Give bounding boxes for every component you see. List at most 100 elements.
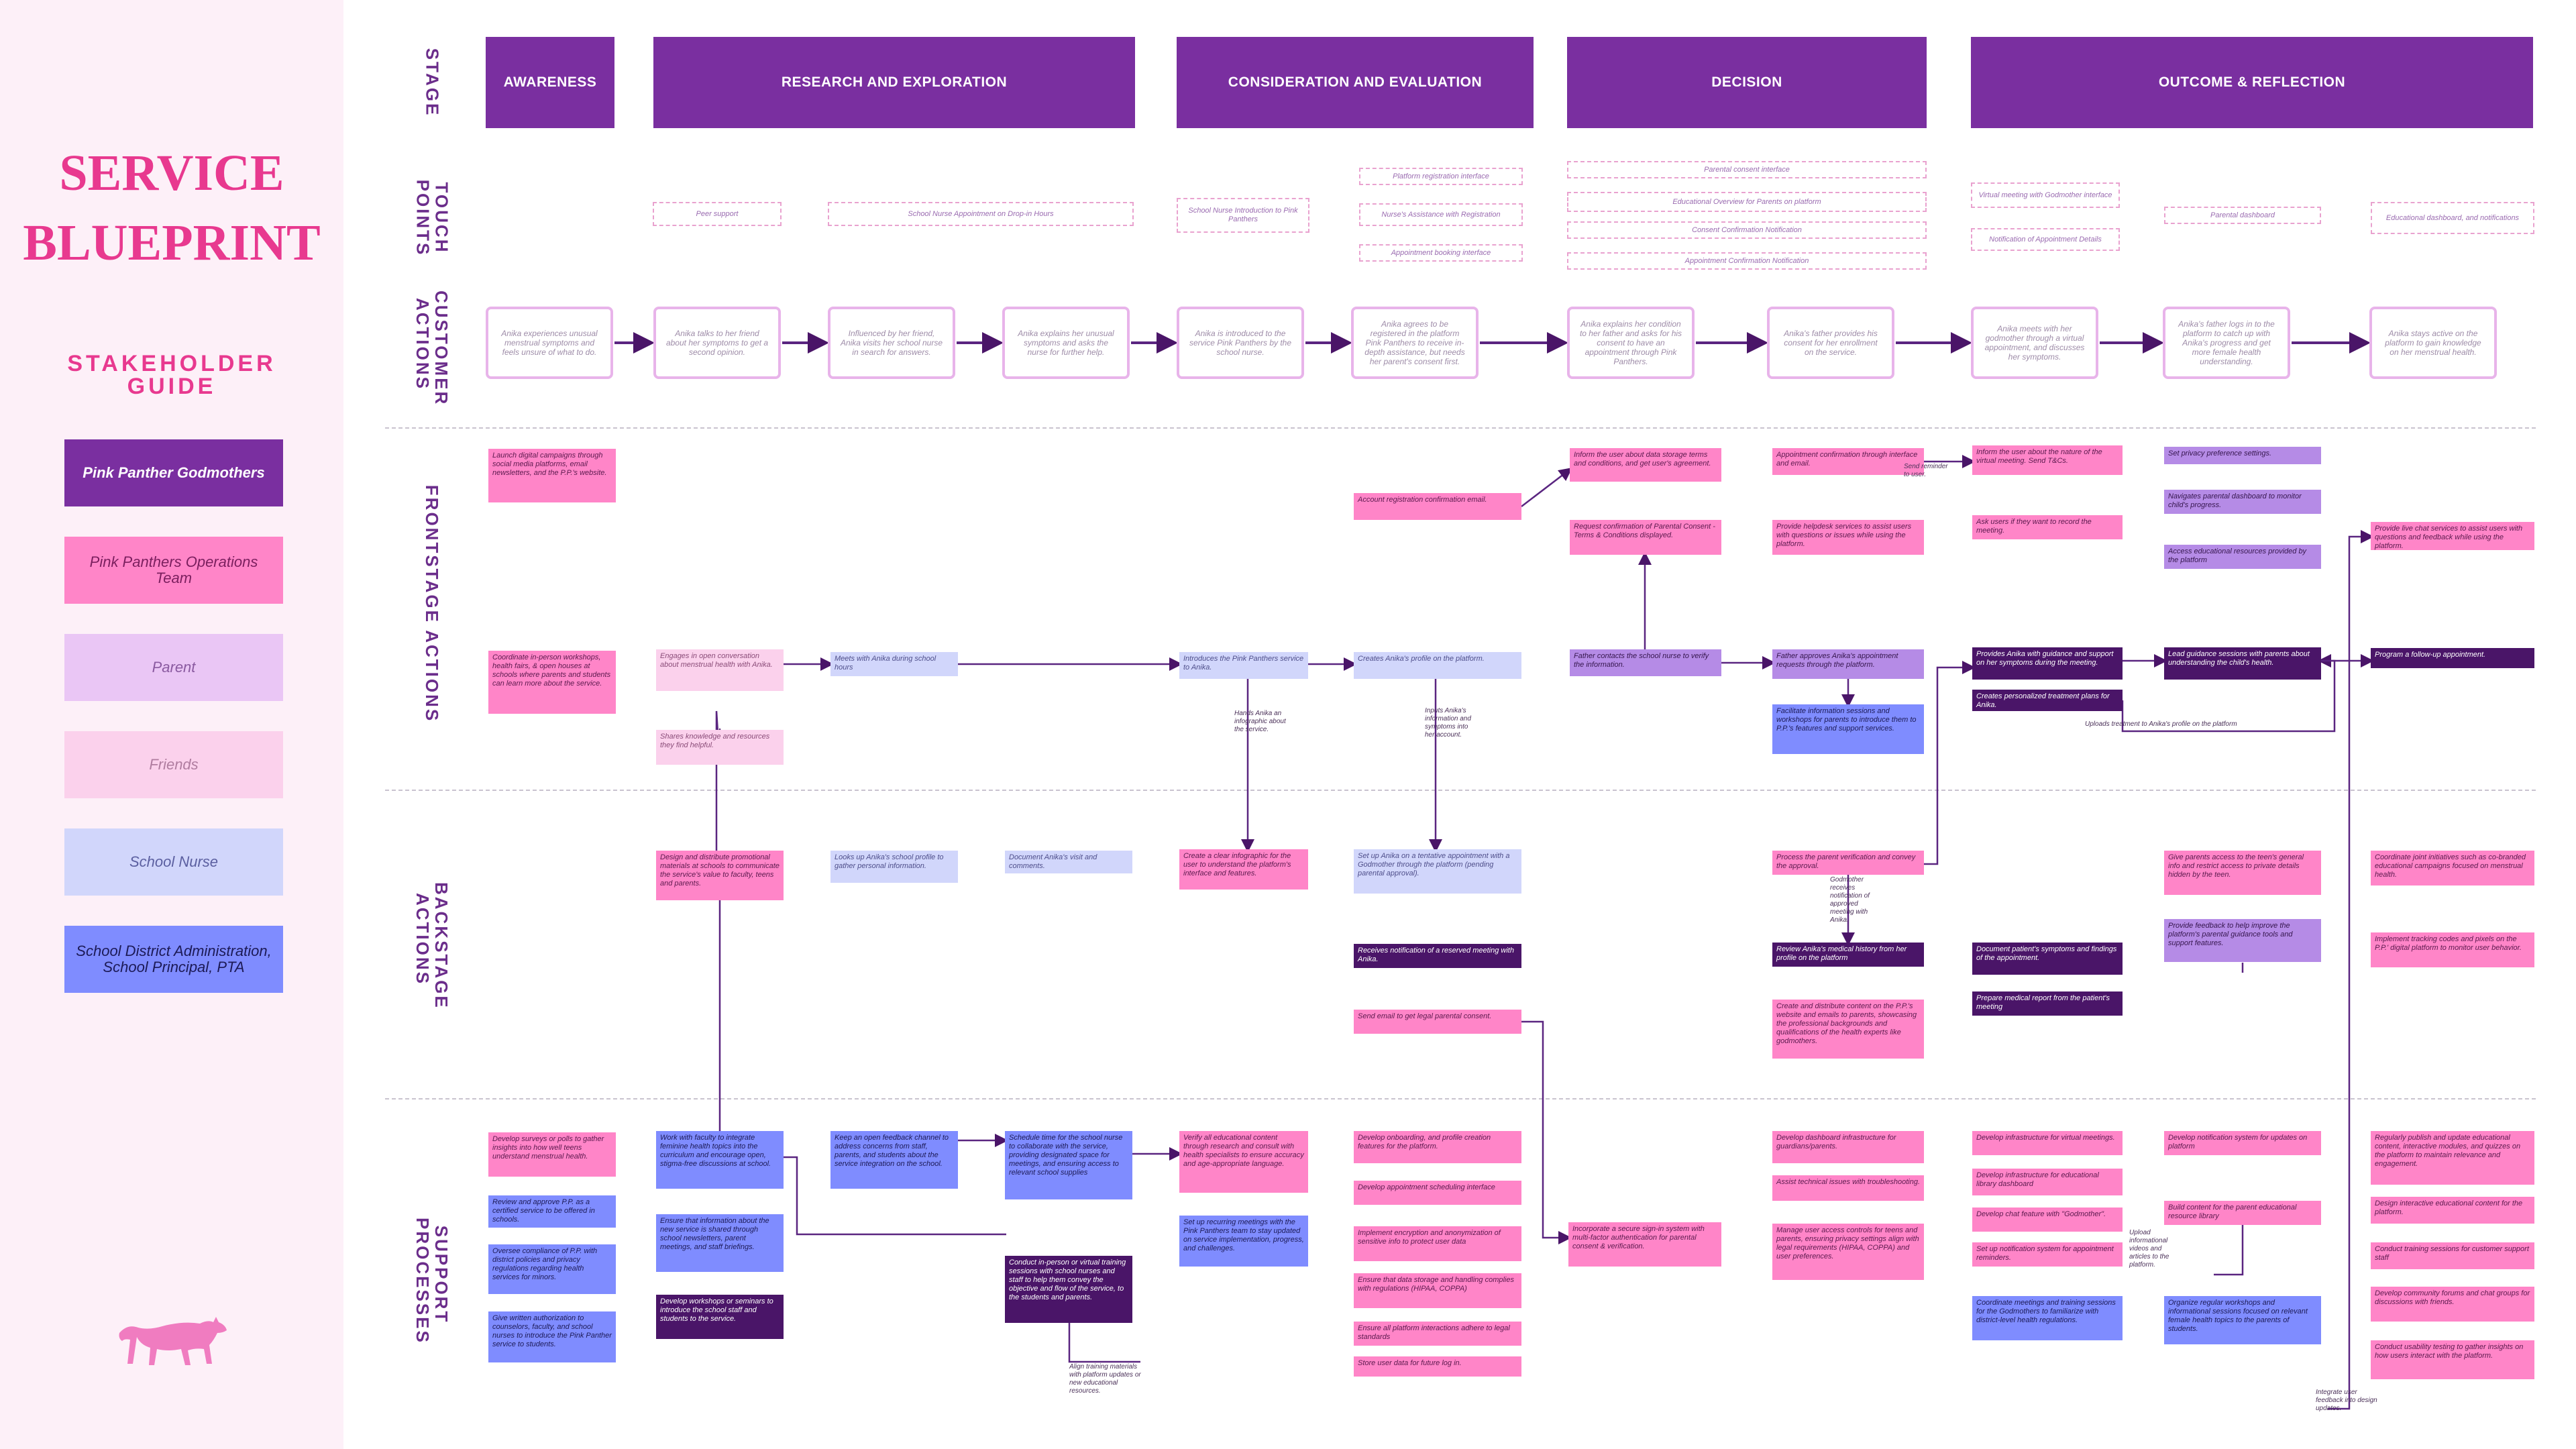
frontstage-action: Coordinate in-person workshops, health f… <box>488 651 616 714</box>
connector <box>2328 684 2351 1410</box>
support-process: Regularly publish and update educational… <box>2371 1131 2534 1185</box>
frontstage-action: Request confirmation of Parental Consent… <box>1570 520 1721 555</box>
frontstage-action: Access educational resources provided by… <box>2164 545 2321 569</box>
backstage-action: Implement tracking codes and pixels on t… <box>2371 932 2534 967</box>
support-process: Schedule time for the school nurse to co… <box>1005 1131 1132 1199</box>
support-process: Set up recurring meetings with the Pink … <box>1179 1216 1308 1267</box>
connector <box>2348 530 2374 684</box>
backstage-action: Design and distribute promotional materi… <box>656 851 784 900</box>
customer-action: Anika's father provides his consent for … <box>1767 307 1894 379</box>
support-process: Develop infrastructure for educational l… <box>1972 1169 2123 1195</box>
touch-point: Consent Confirmation Notification <box>1567 221 1927 239</box>
legend-item: School Nurse <box>64 828 283 896</box>
touch-point: Peer support <box>653 202 782 226</box>
frontstage-action: Launch digital campaigns through social … <box>488 449 616 502</box>
frontstage-action: Facilitate information sessions and work… <box>1772 704 1924 754</box>
support-process: Keep an open feedback channel to address… <box>830 1131 958 1189</box>
touch-point: Virtual meeting with Godmother interface <box>1971 182 2120 208</box>
backstage-action: Document Anika's visit and comments. <box>1005 851 1132 873</box>
customer-action: Anika is introduced to the service Pink … <box>1177 307 1304 379</box>
support-process: Develop dashboard infrastructure for gua… <box>1772 1131 1924 1163</box>
support-process: Conduct usability testing to gather insi… <box>2371 1340 2534 1379</box>
frontstage-action: Shares knowledge and resources they find… <box>656 730 784 765</box>
stage-header: CONSIDERATION AND EVALUATION <box>1177 37 1534 128</box>
backstage-action: Set up Anika on a tentative appointment … <box>1354 849 1521 894</box>
support-process: Ensure that data storage and handling co… <box>1354 1273 1521 1308</box>
stage-header: OUTCOME & REFLECTION <box>1971 37 2533 128</box>
backstage-action: Review Anika's medical history from her … <box>1772 943 1924 967</box>
frontstage-action: Navigates parental dashboard to monitor … <box>2164 490 2321 514</box>
support-process: Develop infrastructure for virtual meeti… <box>1972 1131 2123 1155</box>
support-process: Develop surveys or polls to gather insig… <box>488 1132 616 1177</box>
legend-item: Pink Panther Godmothers <box>64 439 283 506</box>
support-process: Develop chat feature with "Godmother". <box>1972 1208 2123 1232</box>
customer-action: Anika agrees to be registered in the pla… <box>1351 307 1479 379</box>
backstage-action: Create a clear infographic for the user … <box>1179 849 1308 890</box>
support-process: Develop appointment scheduling interface <box>1354 1181 1521 1205</box>
support-process: Build content for the parent educational… <box>2164 1201 2321 1225</box>
frontstage-action: Inform the user about data storage terms… <box>1570 448 1721 482</box>
frontstage-action: Provide live chat services to assist use… <box>2371 522 2534 550</box>
frontstage-action: Appointment confirmation through interfa… <box>1772 448 1924 475</box>
backstage-action: Receives notification of a reserved meet… <box>1354 944 1521 968</box>
connector <box>1521 467 1572 507</box>
support-process: Design interactive educational content f… <box>2371 1197 2534 1224</box>
backstage-action: Create and distribute content on the P.P… <box>1772 1000 1924 1059</box>
support-process: Develop workshops or seminars to introdu… <box>656 1295 784 1339</box>
customer-action: Anika explains her condition to her fath… <box>1567 307 1695 379</box>
backstage-action: Provide feedback to help improve the pla… <box>2164 919 2321 962</box>
connector <box>1924 661 1976 865</box>
support-process: Set up notification system for appointme… <box>1972 1242 2123 1267</box>
touch-point: Notification of Appointment Details <box>1971 228 2120 251</box>
support-process: Store user data for future log in. <box>1354 1356 1521 1377</box>
support-process: Review and approve P.P. as a certified s… <box>488 1195 616 1228</box>
subtitle-line-1: STAKEHOLDER <box>67 351 276 376</box>
support-process: Oversee compliance of P.P. with district… <box>488 1244 616 1294</box>
legend-item: Parent <box>64 634 283 701</box>
backstage-action: Looks up Anika's school profile to gathe… <box>830 851 958 883</box>
touch-point: Appointment Confirmation Notification <box>1567 252 1927 270</box>
support-process: Give written authorization to counselors… <box>488 1311 616 1362</box>
support-process: Assist technical issues with troubleshoo… <box>1772 1175 1924 1201</box>
touch-point: Platform registration interface <box>1359 168 1523 185</box>
customer-action: Anika stays active on the platform to ga… <box>2369 307 2497 379</box>
touch-point: School Nurse Appointment on Drop-in Hour… <box>828 202 1134 226</box>
annotation: Uploads treatment to Anika's profile on … <box>2085 720 2237 728</box>
panther-icon <box>119 1317 227 1365</box>
support-process: Conduct training sessions for customer s… <box>2371 1242 2534 1269</box>
frontstage-action: Introduces the Pink Panthers service to … <box>1179 652 1308 679</box>
backstage-action: Prepare medical report from the patient'… <box>1972 991 2123 1016</box>
annotation: Hands Anika an infographic about the ser… <box>1234 710 1286 733</box>
annotation: Align training materials with platform u… <box>1069 1363 1141 1395</box>
frontstage-action: Father contacts the school nurse to veri… <box>1570 649 1721 676</box>
support-process: Ensure that information about the new se… <box>656 1214 784 1272</box>
annotation: Godmother receives notification of appro… <box>1830 876 1870 924</box>
frontstage-action: Lead guidance sessions with parents abou… <box>2164 647 2321 680</box>
frontstage-action: Inform the user about the nature of the … <box>1972 445 2123 475</box>
support-process: Coordinate meetings and training session… <box>1972 1296 2123 1340</box>
connector <box>784 1156 1006 1236</box>
support-process: Verify all educational content through r… <box>1179 1131 1308 1193</box>
title-line-1: SERVICE <box>59 145 284 201</box>
annotation: Send reminder to user. <box>1904 463 1948 478</box>
support-process: Conduct in-person or virtual training se… <box>1005 1256 1132 1323</box>
backstage-action: Document patient's symptoms and findings… <box>1972 943 2123 975</box>
customer-action: Anika explains her unusual symptoms and … <box>1002 307 1130 379</box>
stage-header: RESEARCH AND EXPLORATION <box>653 37 1135 128</box>
frontstage-action: Provide helpdesk services to assist user… <box>1772 520 1924 555</box>
frontstage-action: Account registration confirmation email. <box>1354 493 1521 520</box>
backstage-action: Coordinate joint initiatives such as co-… <box>2371 851 2534 885</box>
annotation: Inputs Anika's information and symptoms … <box>1425 707 1471 739</box>
separator-line-of-interaction <box>385 427 2536 429</box>
title-line-2: BLUEPRINT <box>23 215 321 271</box>
frontstage-action: Meets with Anika during school hours <box>830 652 958 676</box>
frontstage-action: Creates Anika's profile on the platform. <box>1354 652 1521 679</box>
support-process: Develop notification system for updates … <box>2164 1131 2321 1155</box>
touch-point: Nurse's Assistance with Registration <box>1359 203 1523 226</box>
stage-header: AWARENESS <box>486 37 614 128</box>
customer-action: Anika's father logs in to the platform t… <box>2163 307 2290 379</box>
touch-point: School Nurse Introduction to Pink Panthe… <box>1177 198 1309 233</box>
customer-action: Anika talks to her friend about her symp… <box>653 307 781 379</box>
frontstage-action: Program a follow-up appointment. <box>2371 648 2534 668</box>
